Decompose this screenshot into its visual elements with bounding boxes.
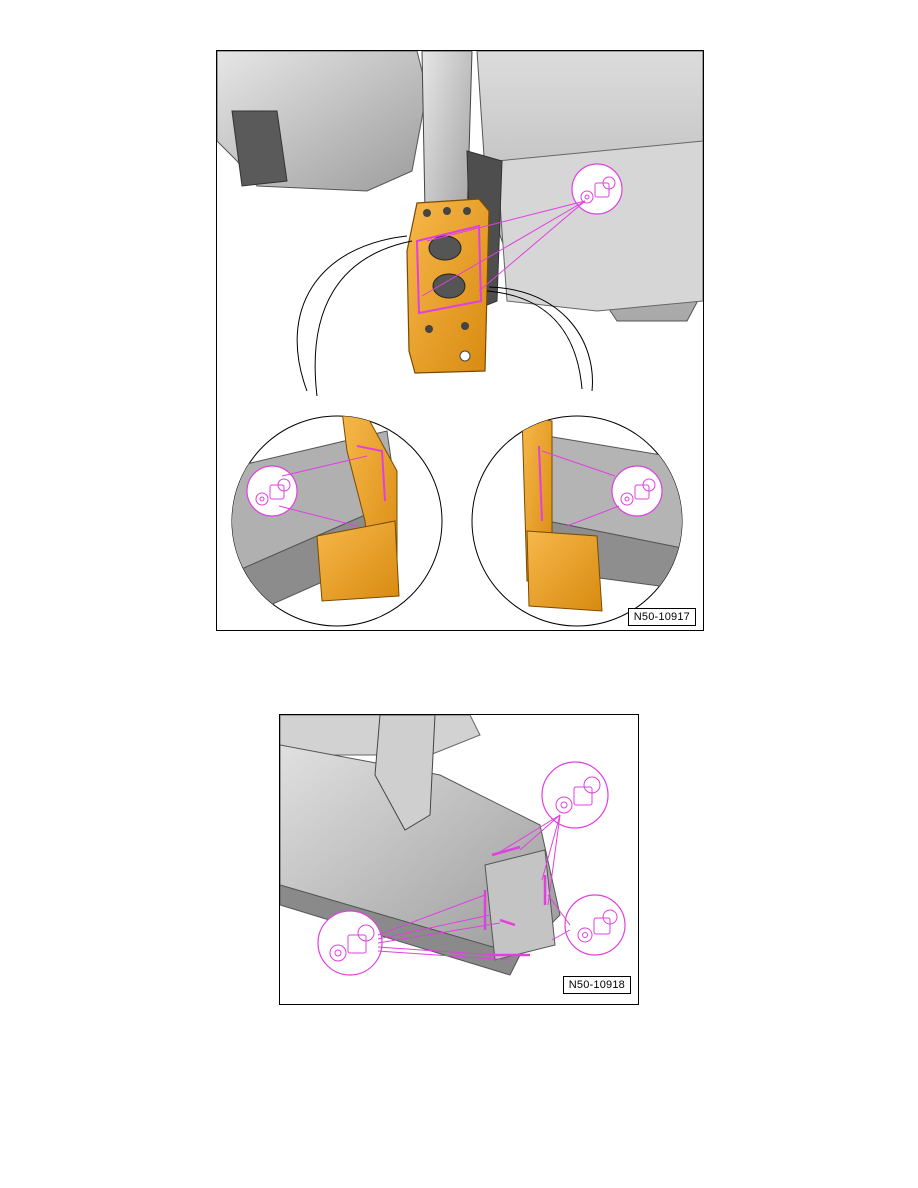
bolt-icon	[580, 176, 616, 204]
figure-1: N50-10917	[216, 50, 704, 631]
figure-2: N50-10918	[279, 714, 639, 1005]
figure-2-illustration	[280, 715, 626, 976]
bracket-fig2	[484, 849, 556, 961]
bolt-icon	[329, 924, 375, 962]
leader-left-2	[314, 240, 413, 397]
callout-bolt-top	[571, 163, 623, 215]
bracket-hole	[463, 207, 471, 215]
floor-panel	[496, 140, 703, 312]
callout-bolt-left	[317, 910, 383, 976]
bracket-hole	[461, 322, 469, 330]
leader-left	[296, 235, 408, 392]
bolt-icon	[577, 909, 618, 943]
figure-label: N50-10918	[562, 976, 631, 994]
pillar-fig2	[374, 715, 436, 831]
bracket-hole	[443, 207, 451, 215]
callout-bolt-right	[564, 894, 626, 956]
bracket-hole	[425, 325, 433, 333]
bracket-weld-outline	[415, 224, 483, 315]
bracket-slot-2	[432, 273, 466, 299]
leader-right-2	[488, 286, 593, 392]
detail-circle-right	[471, 415, 683, 627]
leader-right	[486, 290, 583, 390]
figure-1-illustration	[217, 51, 703, 627]
bracket-hole	[423, 209, 431, 217]
figure-label: N50-10917	[627, 608, 696, 626]
detail-circle-left	[231, 415, 443, 627]
callout-bolt-top	[541, 761, 609, 829]
body-dark-panel	[231, 110, 288, 187]
bracket-hole	[459, 350, 471, 362]
callout-lines-top	[421, 200, 586, 297]
bolt-icon	[555, 776, 601, 814]
